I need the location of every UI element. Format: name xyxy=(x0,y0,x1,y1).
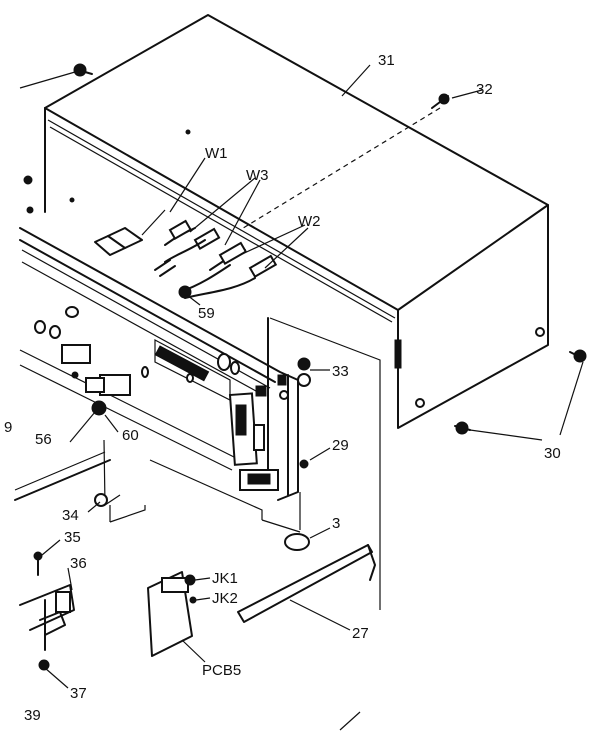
label-w1: W1 xyxy=(205,145,228,162)
label-30: 30 xyxy=(544,445,561,462)
pcb5-board xyxy=(147,571,197,657)
guide-lines xyxy=(109,107,441,731)
label-3: 3 xyxy=(332,515,340,532)
label-29: 29 xyxy=(332,437,349,454)
foot xyxy=(284,533,310,551)
top-cover xyxy=(44,14,549,429)
screws xyxy=(33,63,587,671)
label-jk1: JK1 xyxy=(212,570,238,587)
part-labels: 31 32 W1 W3 W2 59 33 29 30 9 56 60 34 3 … xyxy=(4,52,561,724)
label-w3: W3 xyxy=(246,167,269,184)
label-pcb5: PCB5 xyxy=(202,662,241,679)
label-27: 27 xyxy=(352,625,369,642)
side-bracket xyxy=(19,584,75,651)
strip xyxy=(237,544,376,623)
wires xyxy=(94,209,278,299)
label-31: 31 xyxy=(378,52,395,69)
chassis-panel xyxy=(14,175,299,507)
label-39: 39 xyxy=(24,707,41,724)
label-w2: W2 xyxy=(298,213,321,230)
label-36: 36 xyxy=(70,555,87,572)
label-34: 34 xyxy=(62,507,79,524)
label-jk2: JK2 xyxy=(212,590,238,607)
label-37: 37 xyxy=(70,685,87,702)
label-33: 33 xyxy=(332,363,349,380)
label-59: 59 xyxy=(198,305,215,322)
leader-lines xyxy=(19,64,584,689)
label-56: 56 xyxy=(35,431,52,448)
label-9: 9 xyxy=(4,419,12,436)
label-32: 32 xyxy=(476,81,493,98)
label-35: 35 xyxy=(64,529,81,546)
label-60: 60 xyxy=(122,427,139,444)
